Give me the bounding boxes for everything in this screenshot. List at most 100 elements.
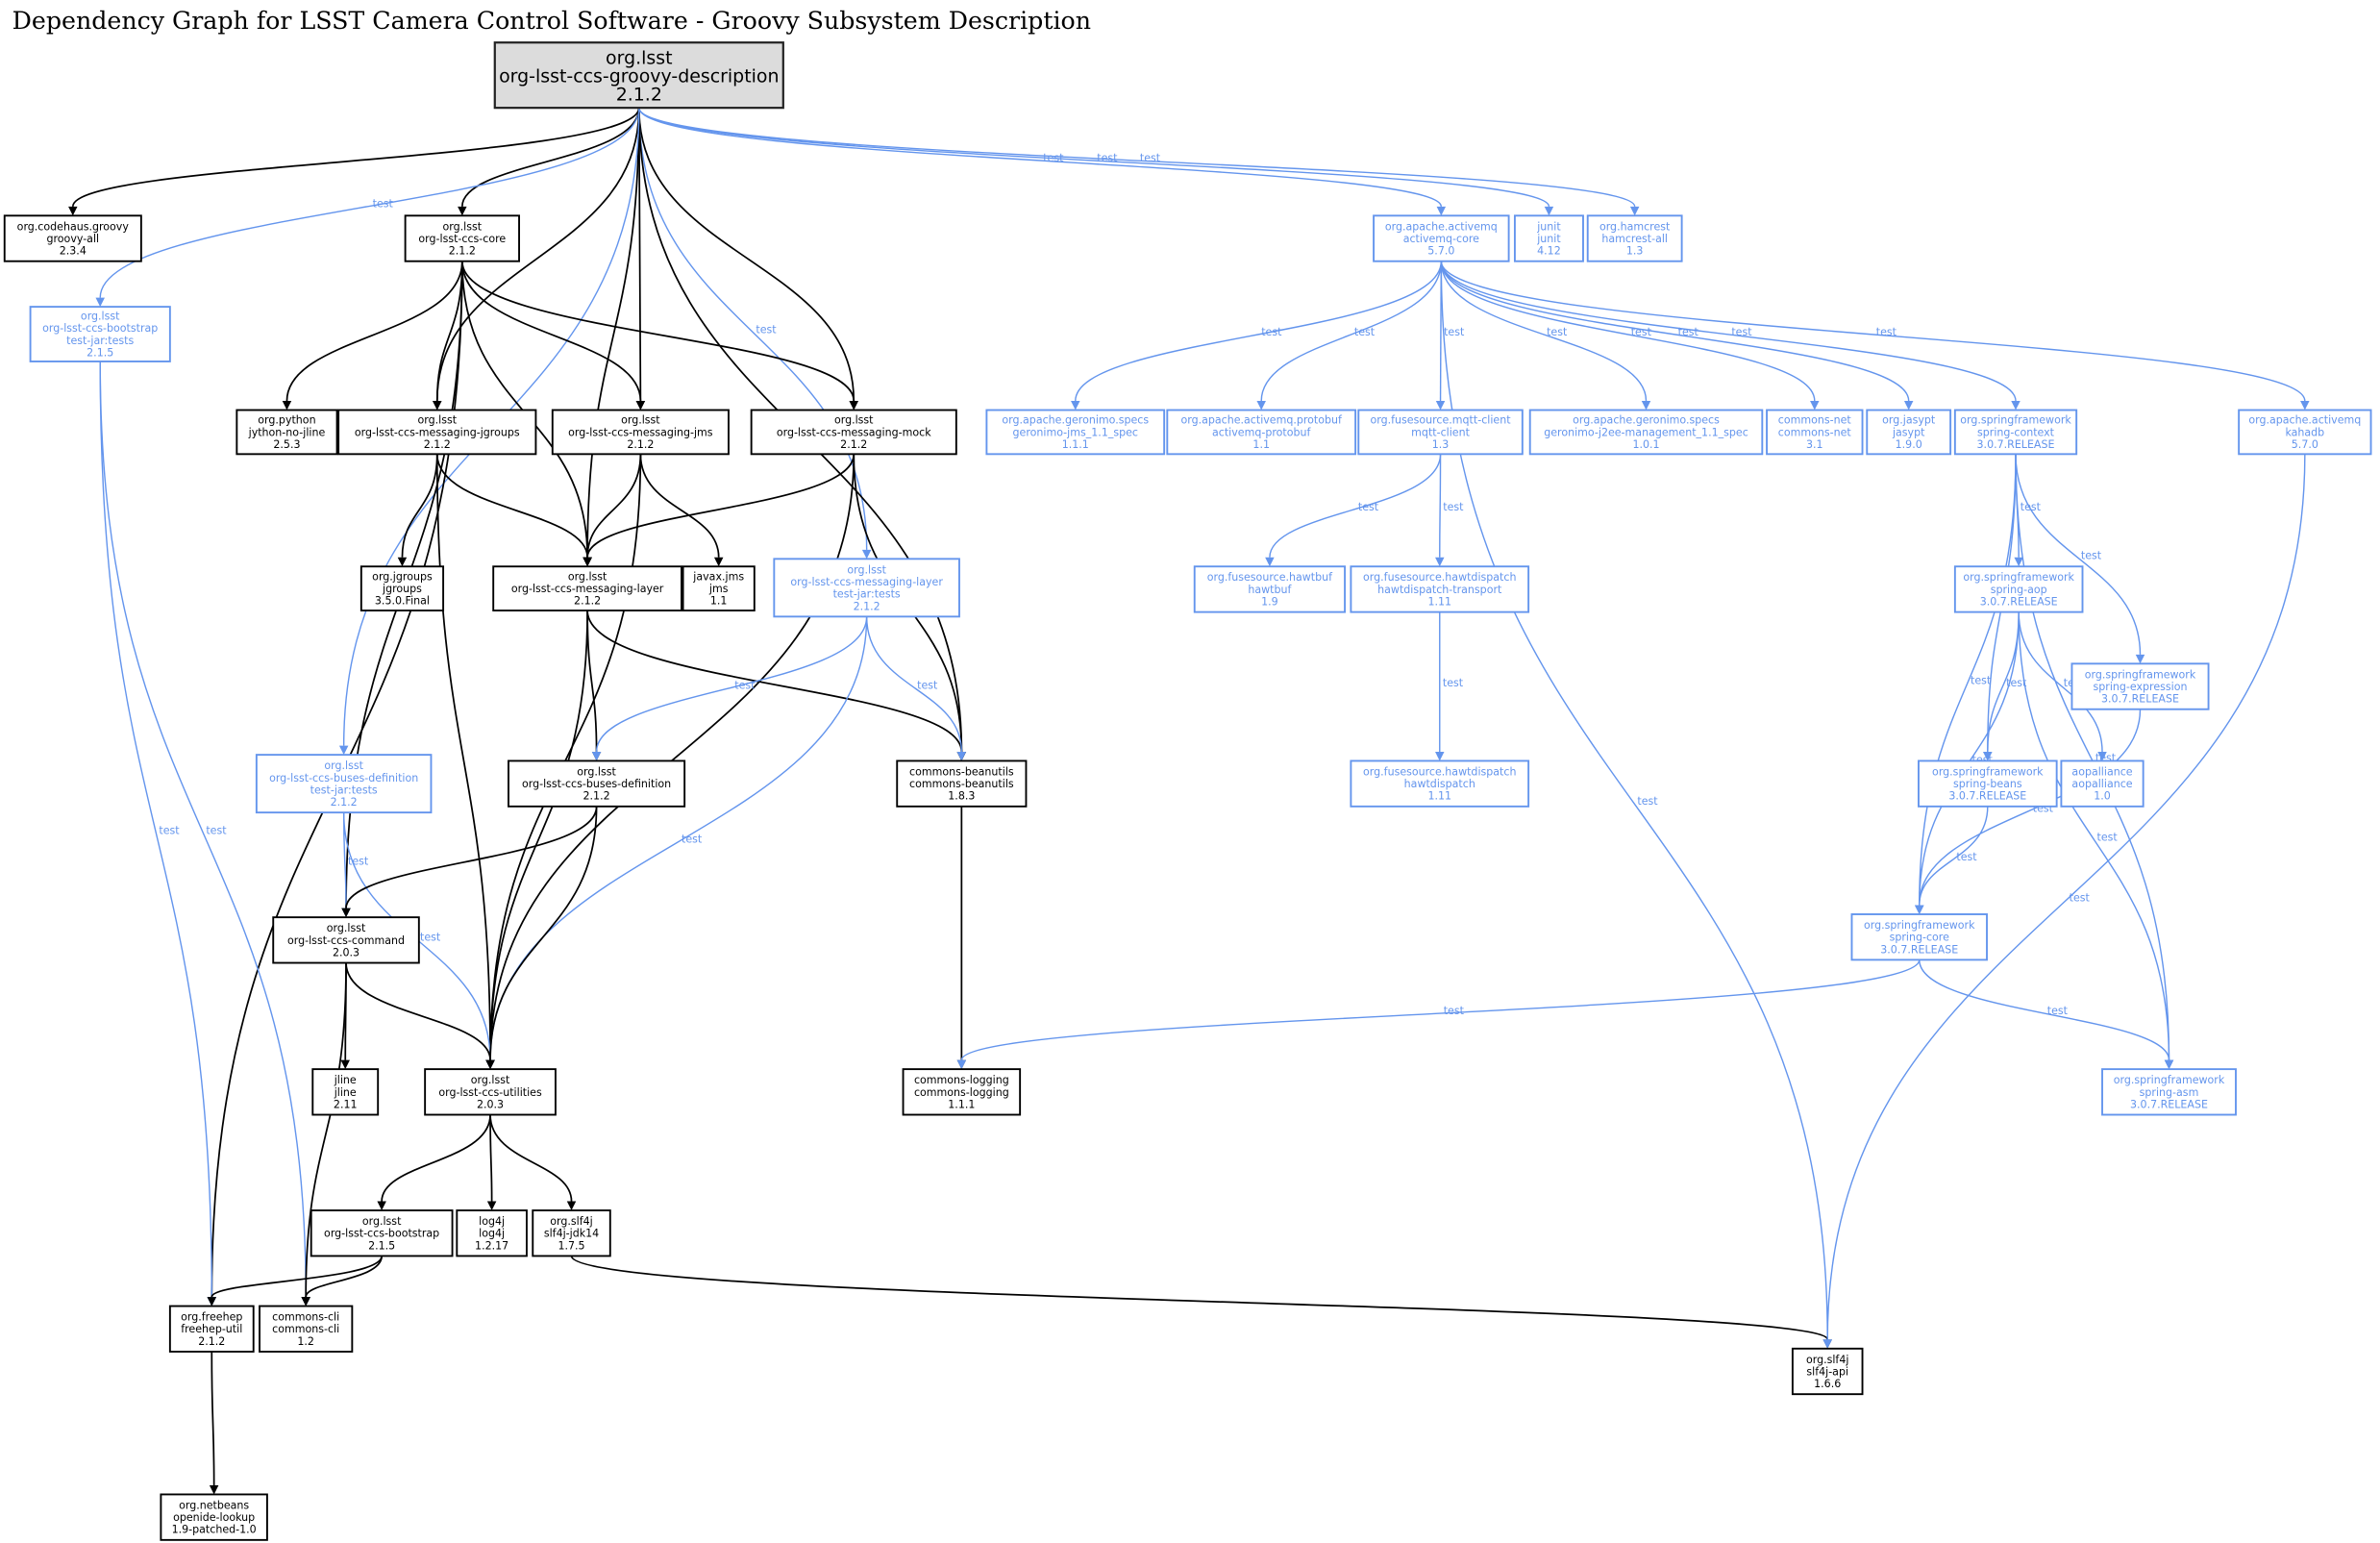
node-label-line: 2.1.2 [840, 438, 867, 451]
node-bootstrap-test[interactable]: org.lsstorg-lsst-ccs-bootstraptest-jar:t… [29, 306, 171, 362]
node-label-line: org-lsst-ccs-messaging-jms [568, 426, 713, 438]
arrowhead-icon [583, 557, 592, 567]
node-msg-layer-test[interactable]: org.lsstorg-lsst-ccs-messaging-layertest… [773, 558, 960, 618]
node-msg-jgroups[interactable]: org.lsstorg-lsst-ccs-messaging-jgroups2.… [337, 409, 537, 456]
node-box [168, 1305, 255, 1353]
arrowhead-icon [2097, 751, 2107, 761]
node-label-line: org-lsst-ccs-bootstrap [42, 322, 158, 335]
node-box [359, 565, 445, 611]
node-label-line: aopalliance [2071, 765, 2132, 778]
node-buses-test[interactable]: org.lsstorg-lsst-ccs-buses-definitiontes… [255, 754, 433, 814]
arrowhead-icon [635, 401, 646, 411]
node-label-line: 1.3 [1432, 438, 1450, 451]
node-box [2070, 662, 2210, 710]
node-box [160, 1493, 268, 1541]
node-root[interactable]: org.lsstorg-lsst-ccs-groovy-description2… [493, 41, 784, 110]
node-hawtdispatch[interactable]: org.fusesource.hawtdispatchhawtdispatch1… [1350, 759, 1530, 808]
node-protobuf[interactable]: org.apache.activemq.protobufactivemq-pro… [1166, 409, 1357, 456]
node-geronimo-j2ee[interactable]: org.apache.geronimo.specsgeronimo-j2ee-m… [1528, 409, 1764, 456]
node-box [1166, 409, 1357, 456]
edge-label-test: test [2081, 549, 2102, 561]
node-label-line: javax.jms [692, 570, 744, 583]
node-spring-asm[interactable]: org.springframeworkspring-asm3.0.7.RELEA… [2101, 1068, 2237, 1116]
node-box [773, 558, 960, 618]
node-label-line: activemq-protobuf [1212, 426, 1311, 438]
node-label-line: 3.1 [1806, 438, 1823, 451]
node-label-line: junit [1536, 233, 1561, 245]
node-label-line: 2.1.2 [854, 600, 880, 612]
node-netbeans[interactable]: org.netbeansopenide-lookup1.9-patched-1.… [160, 1493, 268, 1541]
node-label-line: slf4j-api [1806, 1365, 1848, 1378]
node-spring-aop[interactable]: org.springframeworkspring-aop3.0.7.RELEA… [1953, 565, 2084, 613]
node-spring-beans[interactable]: org.springframeworkspring-beans3.0.7.REL… [1918, 759, 2058, 808]
node-hawtdispatch-transport[interactable]: org.fusesource.hawtdispatchhawtdispatch-… [1350, 565, 1530, 613]
node-label-line: commons-beanutils [909, 778, 1014, 790]
node-spring-expression[interactable]: org.springframeworkspring-expression3.0.… [2070, 662, 2210, 710]
node-label-line: 2.1.5 [368, 1239, 395, 1252]
node-box [2238, 409, 2372, 456]
node-label-line: org.fusesource.mqtt-client [1371, 414, 1512, 427]
node-label-line: test-jar:tests [66, 335, 134, 347]
node-label-line: junit [1536, 220, 1561, 233]
arrowhead-icon [1641, 401, 1651, 411]
arrowhead-icon [486, 1201, 497, 1211]
arrowhead-icon [458, 206, 467, 216]
node-label-line: org.lsst [606, 47, 672, 68]
node-label-line: 1.0.1 [1632, 438, 1659, 451]
node-box [1373, 214, 1510, 262]
node-label-line: jgroups [382, 583, 422, 595]
node-spring-core[interactable]: org.springframeworkspring-core3.0.7.RELE… [1850, 913, 1988, 961]
node-msg-layer[interactable]: org.lsstorg-lsst-ccs-messaging-layer2.1.… [492, 565, 682, 611]
node-label-line: org-lsst-ccs-messaging-layer [511, 583, 664, 595]
node-label-line: org.lsst [471, 1074, 510, 1086]
edge-spring-core-to-spring-asm [1919, 959, 2170, 1060]
node-label-line: org.lsst [327, 922, 366, 934]
node-label-line: test-jar:tests [833, 588, 901, 601]
edge-activemq-core-to-kahadb [1440, 261, 2306, 402]
edge-msg-layer-test-to-utilities [489, 616, 868, 1060]
node-box [1953, 409, 2078, 456]
edge-label-test: test [734, 679, 756, 691]
node-buses[interactable]: org.lsstorg-lsst-ccs-buses-definition2.1… [508, 759, 686, 808]
node-label-line: mqtt-client [1411, 426, 1470, 438]
edge-label-test: test [1354, 326, 1376, 338]
edge-label-test: test [1956, 851, 1977, 863]
node-box [236, 409, 338, 456]
node-spring-context[interactable]: org.springframeworkspring-context3.0.7.R… [1953, 409, 2078, 456]
node-label-line: geronimo-j2ee-management_1.1_spec [1544, 426, 1748, 438]
node-label-line: org.slf4j [1806, 1354, 1848, 1366]
node-box [1791, 1347, 1864, 1396]
arrowhead-icon [338, 745, 349, 756]
node-geronimo-jms[interactable]: org.apache.geronimo.specsgeronimo-jms_1.… [985, 409, 1166, 456]
node-label-line: org.jasypt [1882, 414, 1936, 427]
edge-label-test: test [1261, 326, 1282, 338]
